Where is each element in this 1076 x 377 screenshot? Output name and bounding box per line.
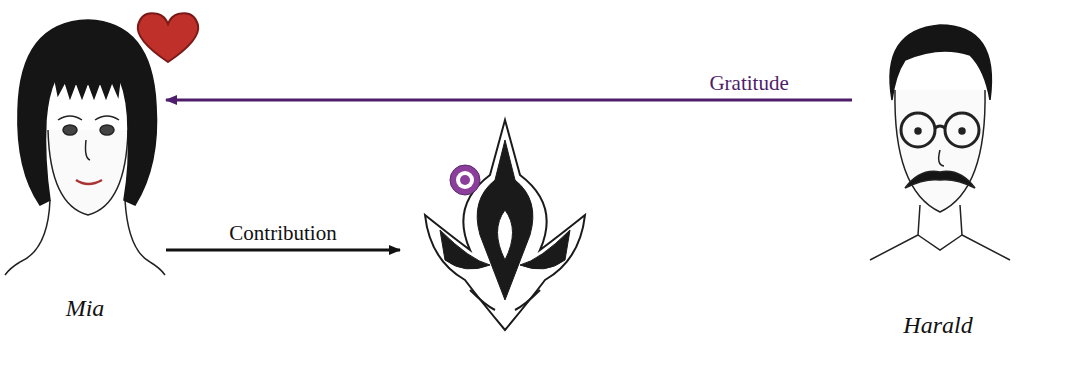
person-name: Harald [852,312,1024,339]
edge-label: Contribution [227,221,338,246]
arrow-connector [166,99,852,102]
mia-portrait [5,20,165,275]
figure-node: Harald [852,10,1024,345]
edge-label: Gratitude [707,71,790,96]
arrow-connector [166,249,400,252]
heart-icon [138,13,199,62]
harald-portrait [870,25,1010,260]
figure-node [400,115,615,340]
figure-node: Mia [4,10,166,325]
person-name: Mia [4,295,166,322]
emblem [425,120,585,330]
